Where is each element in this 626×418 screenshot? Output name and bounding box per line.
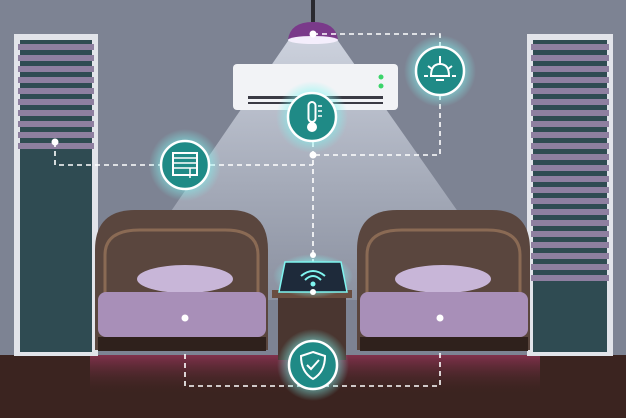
left-mattress [98, 292, 266, 337]
tablet-wifi-icon [273, 254, 353, 298]
right-blinds [531, 44, 609, 281]
right-pillow [395, 265, 491, 293]
left-blinds [18, 44, 94, 149]
left-pillow [137, 265, 233, 293]
right-bed [357, 210, 530, 351]
left-window [14, 34, 98, 356]
connection-dots [51, 30, 444, 322]
thermometer-icon[interactable] [276, 81, 348, 153]
right-mattress [360, 292, 528, 337]
shield-icon[interactable] [277, 329, 349, 401]
right-window [527, 34, 613, 356]
window-blinds-icon[interactable] [149, 129, 221, 201]
left-bed [95, 210, 268, 351]
lightbulb-icon[interactable] [404, 35, 476, 107]
